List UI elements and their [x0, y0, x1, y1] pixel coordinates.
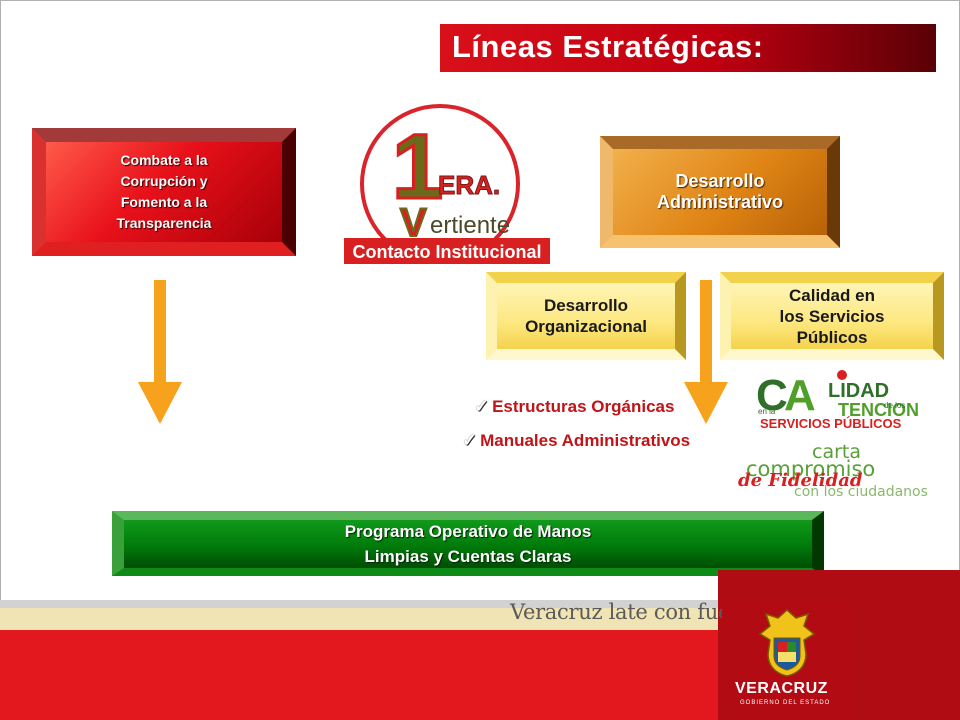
title-banner: Líneas Estratégicas:	[440, 24, 936, 72]
vertiente-number: 1	[392, 116, 443, 218]
calidad-logo-tencion: TENCION	[838, 400, 919, 420]
footer-red-band	[0, 630, 718, 720]
calidad-logo-c: C	[756, 371, 788, 420]
box-combate-corrupcion-label: Combate a la Corrupción y Fomento a la T…	[116, 152, 212, 231]
box-desarrollo-organizacional-label: Desarrollo Organizacional	[525, 296, 647, 336]
checklist-item: ✓Estructuras Orgánicas	[474, 396, 674, 417]
box-desarrollo-administrativo-label: Desarrollo Administrativo	[656, 171, 784, 212]
veracruz-logo-text: VERACRUZ	[735, 680, 828, 697]
veracruz-shield-icon	[758, 608, 816, 677]
page-title: Líneas Estratégicas:	[452, 29, 764, 64]
checklist-item: ✓Manuales Administrativos	[462, 430, 690, 451]
vertiente-word: ertiente	[430, 212, 510, 239]
box-programa-operativo-label: Programa Operativo de Manos Limpias y Cu…	[344, 522, 592, 566]
box-desarrollo-administrativo: Desarrollo Administrativo	[600, 136, 840, 248]
carta-logo-carta: carta	[812, 441, 861, 463]
calidad-atencion-logo: C A LIDAD TENCION en la de los SERVICIOS…	[756, 370, 919, 430]
vertiente-logo: 1 ERA. V ertiente Contacto Institucional	[344, 104, 550, 264]
calidad-logo-dot	[837, 370, 847, 380]
arrow-down-left	[138, 280, 182, 424]
box-combate-corrupcion: Combate a la Corrupción y Fomento a la T…	[32, 128, 296, 256]
checklist-item-label: Estructuras Orgánicas	[492, 397, 675, 416]
box-desarrollo-organizacional: Desarrollo Organizacional	[486, 272, 686, 360]
vertiente-banner	[344, 238, 550, 264]
checklist-item-label: Manuales Administrativos	[480, 431, 691, 450]
arrow-down-right	[684, 280, 728, 424]
calidad-logo-a: A	[784, 371, 816, 420]
vertiente-ordinal: ERA.	[438, 170, 500, 200]
carta-compromiso-logo: carta compromiso de Fidelidad con los ci…	[738, 441, 928, 500]
footer-slogan: Veracruz late con fuerza	[510, 600, 763, 624]
box-calidad-servicios-label: Calidad en los Servicios Públicos	[779, 285, 885, 347]
carta-logo-ciudadanos: con los ciudadanos	[794, 484, 928, 500]
vertiente-banner-text: Contacto Institucional	[353, 242, 542, 262]
calidad-logo-de-los: de los	[884, 401, 905, 410]
box-calidad-servicios: Calidad en los Servicios Públicos	[720, 272, 944, 360]
veracruz-logo-subtext: GOBIERNO DEL ESTADO	[740, 700, 831, 706]
carta-logo-fidelidad: de Fidelidad	[738, 470, 863, 491]
box-programa-operativo: Programa Operativo de Manos Limpias y Cu…	[112, 511, 824, 576]
carta-logo-compromiso: compromiso	[746, 457, 875, 481]
calidad-logo-servicios: SERVICIOS PÚBLICOS	[760, 416, 902, 430]
calidad-logo-lidad: LIDAD	[828, 380, 889, 402]
calidad-logo-en-la: en la	[758, 407, 776, 416]
check-icon: ✓	[462, 430, 478, 450]
footer-beige-strip	[0, 608, 718, 630]
check-icon: ✓	[474, 396, 490, 416]
